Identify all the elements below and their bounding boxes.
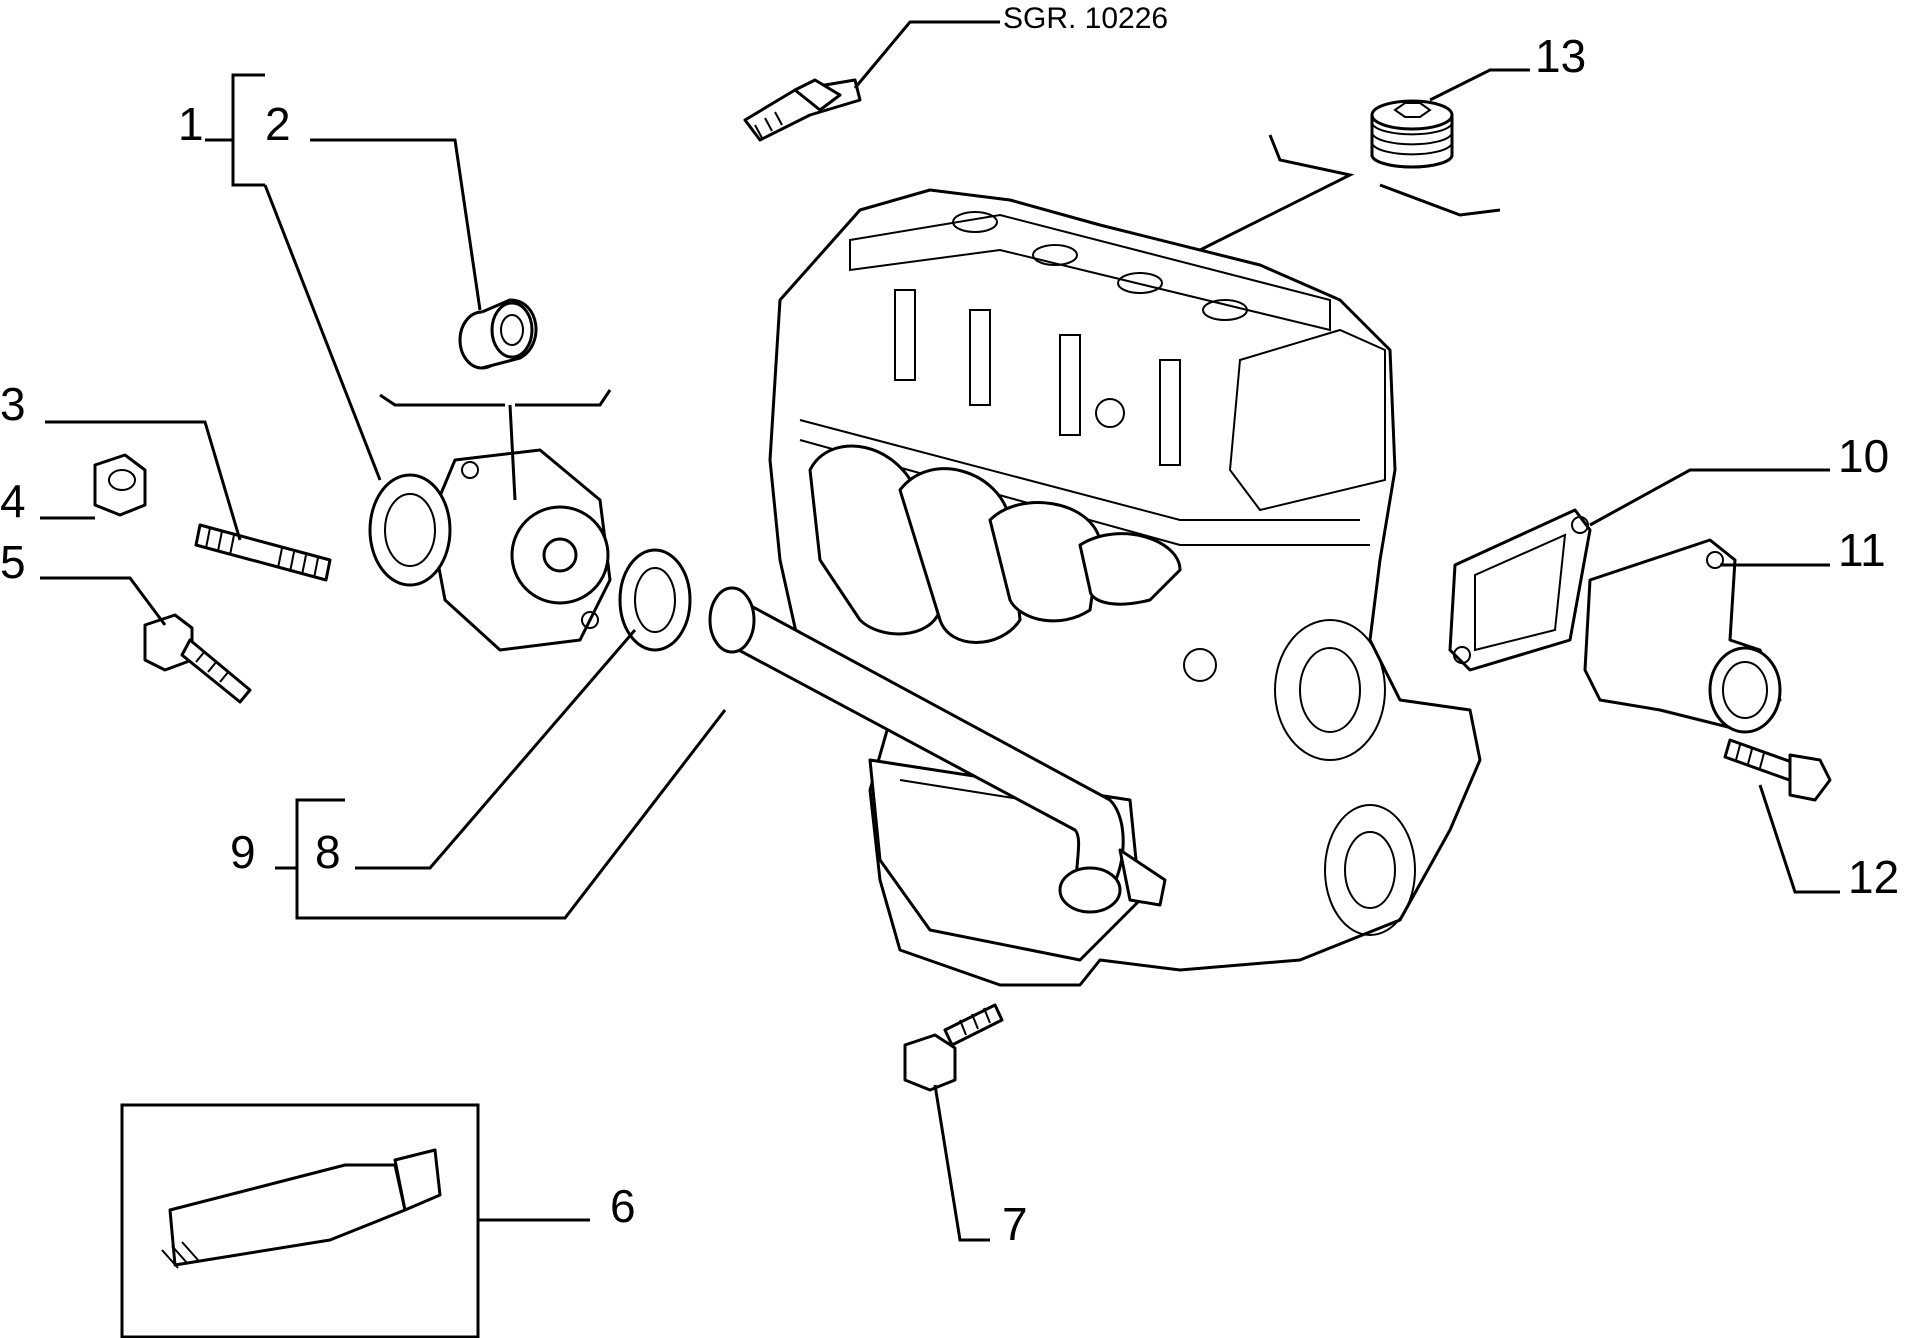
sealant-kit — [120, 1103, 480, 1338]
thermostat-housing — [1583, 538, 1782, 734]
callout-8: 8 — [315, 826, 341, 878]
callout-1: 1 — [178, 98, 204, 150]
callout-3: 3 — [0, 378, 26, 430]
callout-10: 10 — [1838, 430, 1889, 482]
nut — [93, 453, 147, 517]
callout-7: 7 — [1002, 1198, 1028, 1250]
engine-block — [768, 188, 1482, 987]
callout-4: 4 — [0, 475, 26, 527]
outlet-gasket — [1448, 508, 1592, 672]
stud — [194, 523, 332, 582]
callout-13: 13 — [1535, 30, 1586, 82]
callout-12: 12 — [1848, 851, 1899, 903]
bolt-housing — [1723, 738, 1832, 802]
water-pump — [368, 448, 612, 652]
o-ring-gasket — [618, 548, 692, 652]
seal-bushing — [458, 298, 538, 370]
callout-11: 11 — [1838, 524, 1886, 576]
temperature-sensor — [743, 20, 1000, 142]
callout-2: 2 — [265, 98, 291, 150]
callout-6: 6 — [610, 1180, 636, 1232]
reference-label: SGR. 10226 — [1003, 2, 1168, 35]
callout-5: 5 — [0, 536, 26, 588]
drain-bolt — [903, 1003, 1004, 1092]
threaded-plug — [1370, 99, 1454, 169]
leader-lines — [40, 68, 1840, 1242]
callout-9: 9 — [230, 826, 256, 878]
coolant-pipe — [708, 586, 1167, 914]
bolt-flange — [143, 613, 252, 704]
callout-labels: SGR. 10226 1 2 3 4 5 6 7 8 9 10 11 12 13 — [0, 2, 1899, 1250]
